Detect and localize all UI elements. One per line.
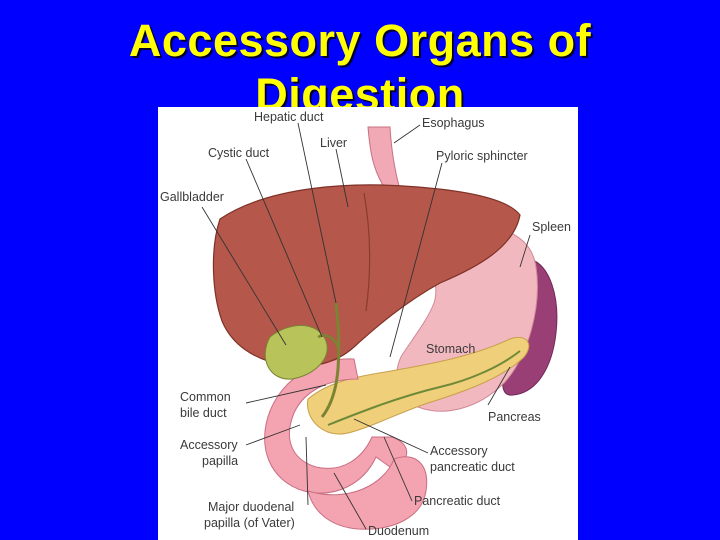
label-spleen: Spleen [532, 220, 571, 234]
digestive-organs-diagram: Hepatic duct Esophagus Cystic duct Liver… [158, 107, 578, 540]
label-stomach: Stomach [426, 342, 475, 356]
slide-title-line-1: Accessory Organs of [0, 14, 720, 68]
label-major-duodenal-papilla-line-1: Major duodenal [208, 500, 294, 514]
slide-title: Accessory Organs of Digestion [0, 14, 720, 122]
label-common-bile-duct-line-2: bile duct [180, 406, 227, 420]
label-liver: Liver [320, 136, 347, 150]
label-pancreas: Pancreas [488, 410, 541, 424]
label-accessory-pancreatic-duct-line-2: pancreatic duct [430, 460, 515, 474]
label-major-duodenal-papilla-line-2: papilla (of Vater) [204, 516, 295, 530]
label-gallbladder: Gallbladder [160, 190, 224, 204]
label-duodenum: Duodenum [368, 524, 429, 538]
label-cystic-duct: Cystic duct [208, 146, 270, 160]
label-accessory-papilla-line-1: Accessory [180, 438, 238, 452]
label-accessory-papilla-line-2: papilla [202, 454, 238, 468]
leader-esophagus [394, 125, 420, 143]
label-pancreatic-duct: Pancreatic duct [414, 494, 501, 508]
label-hepatic-duct: Hepatic duct [254, 110, 324, 124]
label-accessory-pancreatic-duct-line-1: Accessory [430, 444, 488, 458]
label-pyloric-sphincter: Pyloric sphincter [436, 149, 528, 163]
label-esophagus: Esophagus [422, 116, 485, 130]
label-common-bile-duct-line-1: Common [180, 390, 231, 404]
